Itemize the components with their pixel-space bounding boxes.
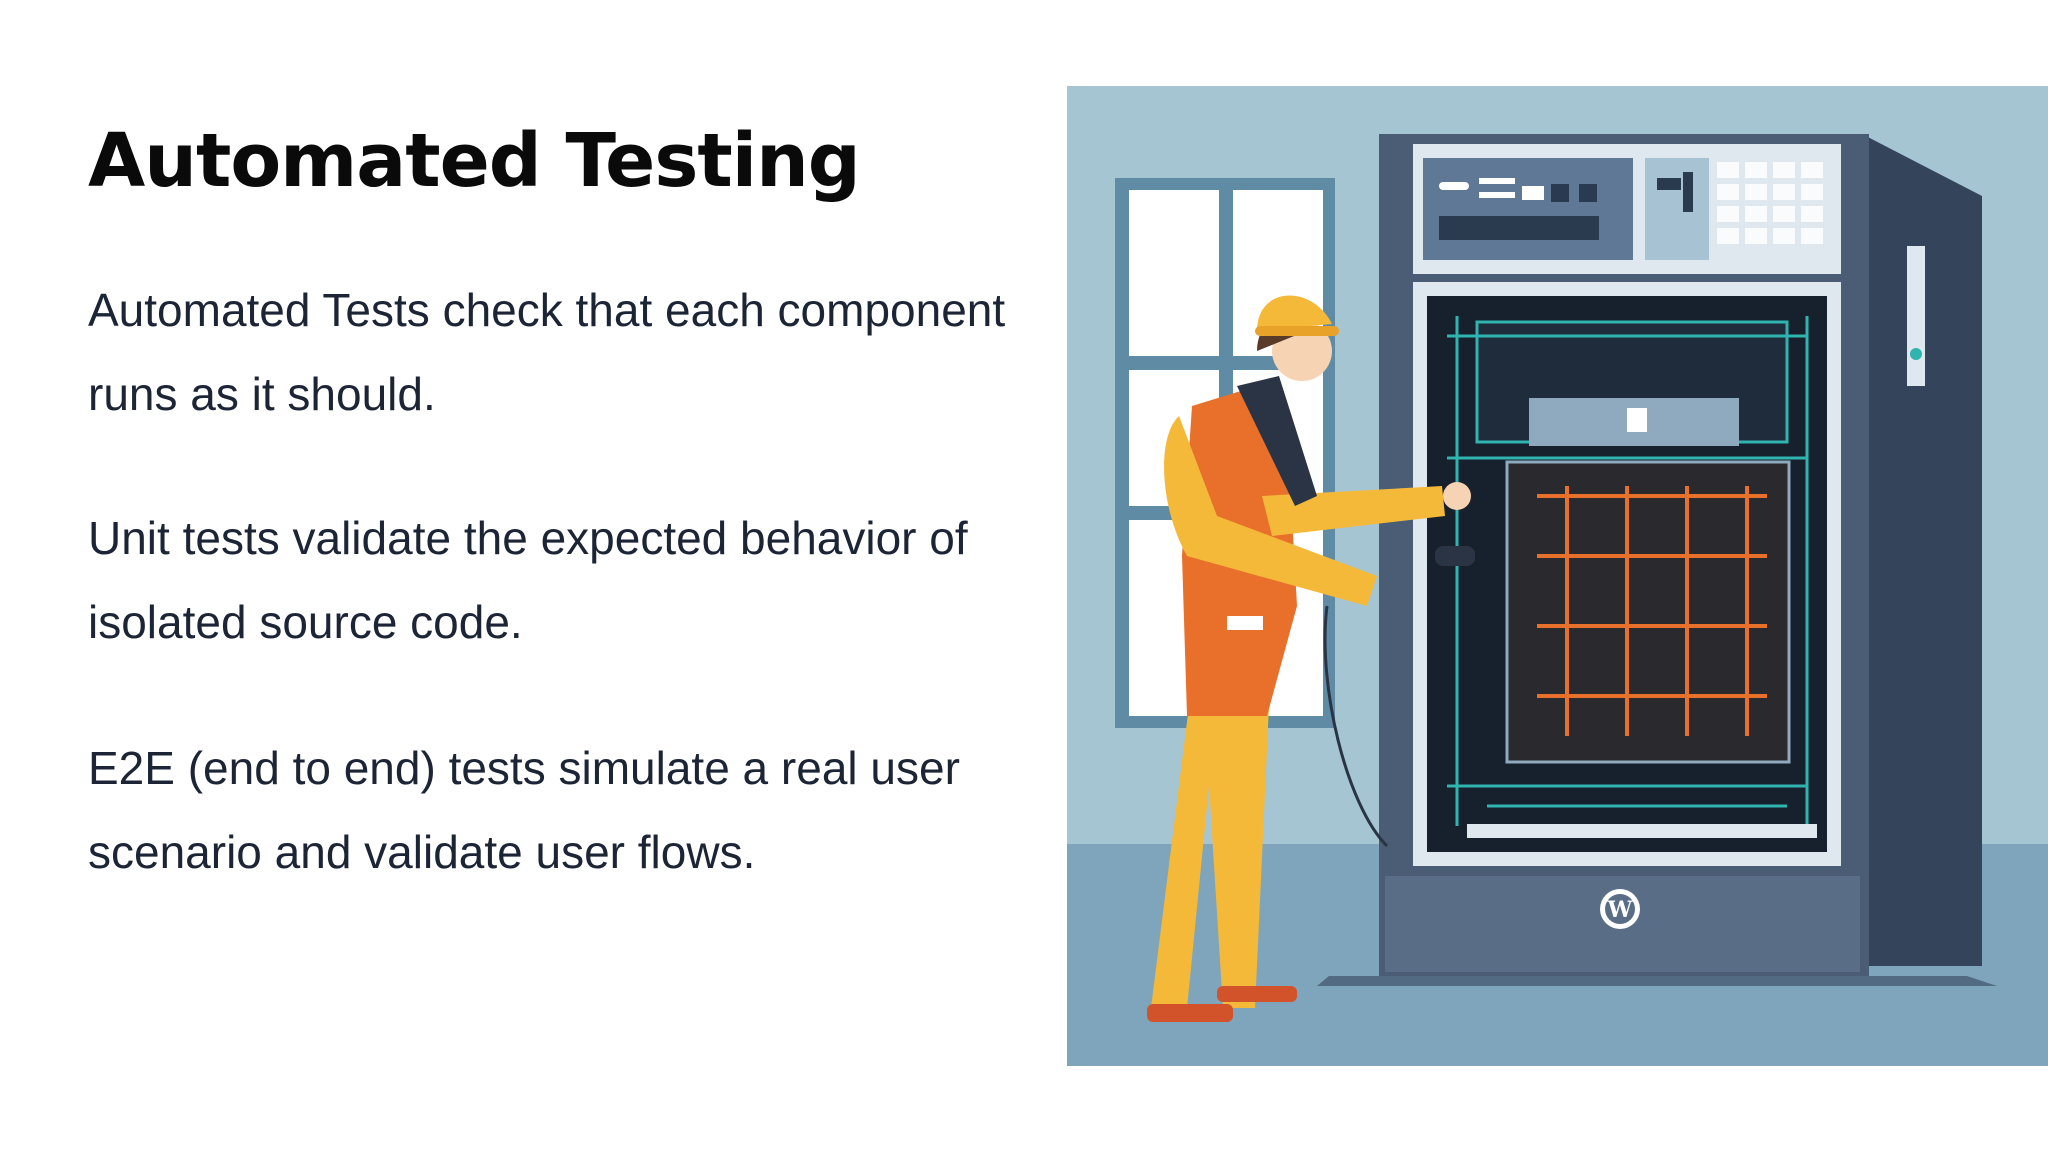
illustration-technician-server-cabinet: W [1067,86,2048,1066]
circuit-boards [1447,316,1817,838]
wordpress-logo-icon: W [1600,889,1640,929]
technician [1147,295,1475,1022]
paragraph-unit-tests: Unit tests validate the expected behavio… [88,512,968,648]
paragraph-automated-tests: Automated Tests check that each componen… [88,284,1006,420]
illustration-svg: W [1067,86,2048,1066]
cabinet-side [1862,134,1982,966]
control-panel [1423,158,1823,260]
slide-title: Automated Testing [88,118,861,204]
svg-text:W: W [1607,897,1633,923]
paragraph-e2e-tests: E2E (end to end) tests simulate a real u… [88,742,960,878]
